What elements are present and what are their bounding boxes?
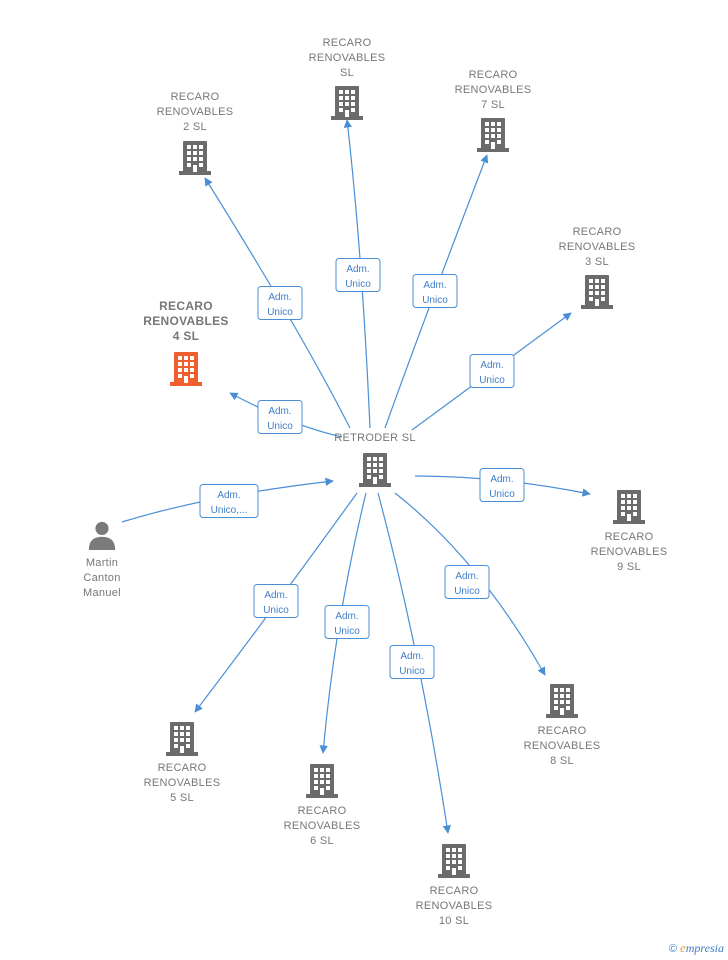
footer-brand: © empresia xyxy=(669,940,724,956)
rr-2-relation-text: Unico xyxy=(267,307,293,318)
rr-9-relation-text: Unico xyxy=(489,489,515,500)
rr-3-relation-text: Adm. xyxy=(480,360,503,371)
rr-5-building-icon[interactable] xyxy=(166,722,198,756)
retroder-label: RETRODER SL xyxy=(334,432,416,444)
rr-10-building-icon[interactable] xyxy=(438,844,470,878)
rr-6-relation-badge[interactable]: Adm. Unico xyxy=(324,605,370,639)
rr-10-relation-text: Unico xyxy=(399,666,425,677)
rr-sl-relation-badge[interactable]: Adm. Unico xyxy=(335,258,381,292)
rr-6-building-icon[interactable] xyxy=(306,764,338,798)
retroder-building-icon[interactable] xyxy=(359,453,391,487)
rr-6-relation-text: Adm. xyxy=(335,611,358,622)
rr-4-relation-text: Unico xyxy=(267,421,293,432)
rr-5-relation-text: Adm. xyxy=(264,590,287,601)
rr-sl-relation-text: Unico xyxy=(345,279,371,290)
rr-3-building-icon[interactable] xyxy=(581,275,613,309)
rr-10-relation-text: Adm. xyxy=(400,651,423,662)
brand-name: mpresia xyxy=(685,941,724,955)
martin-relation-text: Unico,... xyxy=(211,505,248,516)
rr-2-relation-badge[interactable]: Adm. Unico xyxy=(257,286,303,320)
person-icon[interactable] xyxy=(88,521,116,550)
rr-2-relation-text: Adm. xyxy=(268,292,291,303)
rr-7-relation-text: Adm. xyxy=(423,280,446,291)
martin-relation-text: Adm. xyxy=(217,490,240,501)
martin-relation-badge[interactable]: Adm. Unico,... xyxy=(199,484,259,518)
rr-8-relation-badge[interactable]: Adm. Unico xyxy=(444,565,490,599)
rr-9-relation-text: Adm. xyxy=(490,474,513,485)
rr-5-relation-badge[interactable]: Adm. Unico xyxy=(253,584,299,618)
brand-initial: e xyxy=(679,940,686,955)
rr-7-building-icon[interactable] xyxy=(477,118,509,152)
rr-10-relation-badge[interactable]: Adm. Unico xyxy=(389,645,435,679)
rr-8-building-icon[interactable] xyxy=(546,684,578,718)
rr-7-relation-badge[interactable]: Adm. Unico xyxy=(412,274,458,308)
copyright-icon: © xyxy=(668,943,677,955)
rr-2-building-icon[interactable] xyxy=(179,141,211,175)
rr-9-relation-badge[interactable]: Adm. Unico xyxy=(479,468,525,502)
rr-4-relation-text: Adm. xyxy=(268,406,291,417)
rr-3-relation-badge[interactable]: Adm. Unico xyxy=(469,354,515,388)
rr-6-relation-text: Unico xyxy=(334,626,360,637)
rr-8-relation-text: Adm. xyxy=(455,571,478,582)
rr-7-edge xyxy=(384,154,489,429)
rr-4-building-icon[interactable] xyxy=(170,352,202,386)
rr-9-building-icon[interactable] xyxy=(613,490,645,524)
rr-sl-relation-text: Adm. xyxy=(346,264,369,275)
rr-7-relation-text: Unico xyxy=(422,295,448,306)
rr-4-relation-badge[interactable]: Adm. Unico xyxy=(257,400,303,434)
rr-sl-building-icon[interactable] xyxy=(331,86,363,120)
rr-3-relation-text: Unico xyxy=(479,375,505,386)
rr-8-relation-text: Unico xyxy=(454,586,480,597)
rr-5-relation-text: Unico xyxy=(263,605,289,616)
